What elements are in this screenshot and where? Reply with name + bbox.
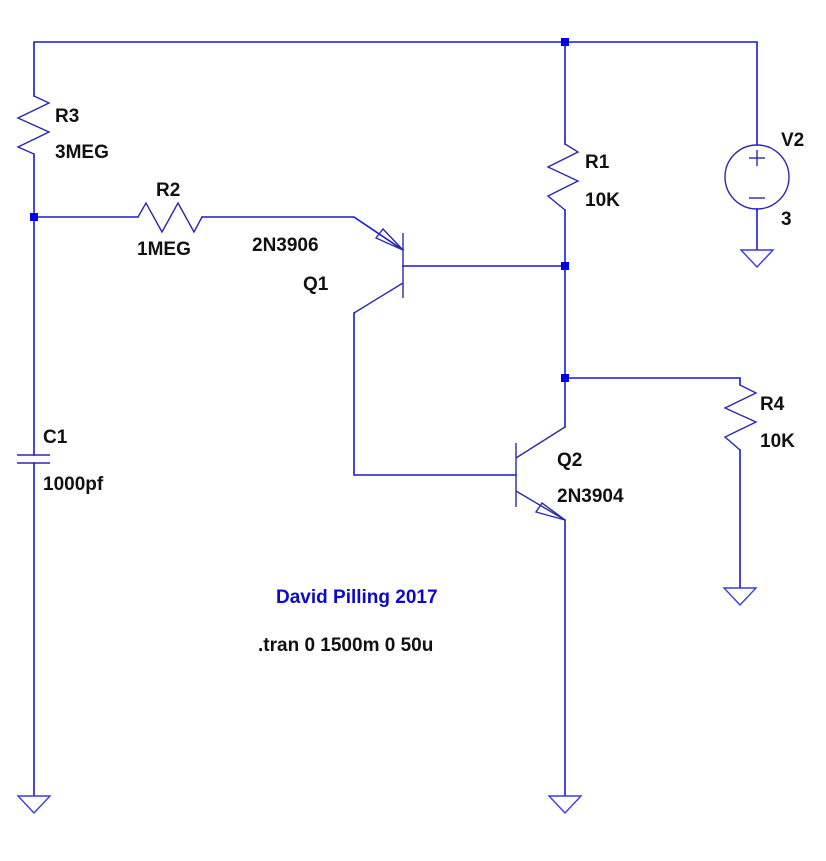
ground-icon	[722, 587, 758, 607]
r3-name-label: R3	[55, 106, 79, 127]
q1-collector-lead	[353, 282, 404, 314]
q1-emitter-arrow	[374, 227, 404, 251]
v2-name-label: V2	[781, 130, 804, 151]
r1-name-label: R1	[585, 152, 610, 173]
wire-top-rail[interactable]	[33, 41, 758, 146]
resistor-r2-symbol	[137, 201, 203, 234]
capacitor-c1[interactable]	[17, 454, 50, 464]
c1-name-label: C1	[43, 427, 68, 448]
resistor-r2[interactable]	[137, 201, 203, 234]
wire-q1-collector-to-q2-base[interactable]	[353, 312, 517, 476]
r2-value-label: 1MEG	[137, 239, 191, 260]
junction-dot	[561, 262, 569, 270]
wire-r2-to-q1-emitter[interactable]	[201, 216, 405, 252]
author-credit: David Pilling 2017	[276, 587, 438, 608]
junction-dot	[561, 374, 569, 382]
voltage-source-v2[interactable]	[724, 144, 790, 210]
resistor-r3-symbol	[16, 95, 51, 155]
junction-dot	[30, 213, 38, 221]
ground-icon	[547, 795, 583, 815]
resistor-r1[interactable]	[546, 143, 580, 211]
q2-emitter-arrow	[534, 502, 566, 521]
q1-name-label: Q1	[303, 274, 329, 295]
r4-name-label: R4	[760, 394, 785, 415]
r1-value-label: 10K	[585, 190, 620, 211]
wire-to-r4[interactable]	[564, 377, 741, 386]
resistor-r4[interactable]	[723, 384, 758, 451]
resistor-r3[interactable]	[16, 95, 51, 155]
q1-model-label: 2N3906	[252, 235, 319, 256]
ground-icon	[16, 795, 52, 815]
transistor-q2[interactable]	[515, 426, 566, 521]
r3-value-label: 3MEG	[55, 142, 109, 163]
spice-directive[interactable]: .tran 0 1500m 0 50u	[258, 635, 433, 656]
v2-value-label: 3	[781, 209, 792, 230]
r2-name-label: R2	[156, 180, 180, 201]
resistor-r1-symbol	[546, 143, 580, 211]
c1-value-label: 1000pf	[43, 474, 104, 495]
resistor-r4-symbol	[723, 384, 758, 451]
q2-name-label: Q2	[557, 450, 582, 471]
r4-value-label: 10K	[760, 431, 795, 452]
q2-model-label: 2N3904	[557, 486, 624, 507]
ground-icon	[739, 249, 775, 269]
q2-collector-lead	[515, 426, 566, 459]
junction-dot	[561, 38, 569, 46]
transistor-q1[interactable]	[353, 227, 404, 314]
